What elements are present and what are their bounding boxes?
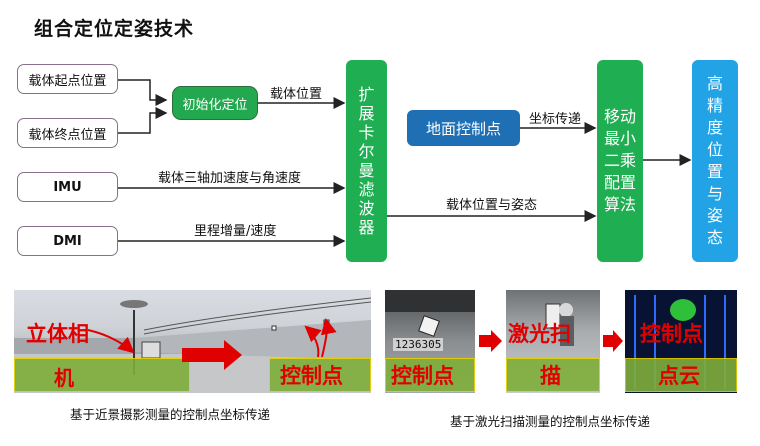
output-char: 态: [706, 228, 723, 247]
kalman-char: 卡: [358, 123, 375, 142]
lsq-line: 二乘: [603, 151, 636, 170]
output-pose-box: 高 精 度 位 置 与 姿 态: [692, 60, 738, 262]
photogrammetry-band-left: [14, 358, 190, 392]
stereo-camera-label-line2: 机: [54, 366, 74, 390]
page-title: 组合定位定姿技术: [34, 18, 195, 40]
output-char: 与: [706, 184, 723, 203]
dmi-box: DMI: [17, 226, 118, 256]
kalman-char: 展: [358, 104, 375, 123]
output-char: 高: [706, 74, 723, 93]
control-point-band: [385, 358, 475, 392]
start-position-box: 载体起点位置: [17, 64, 118, 94]
kalman-char: 扩: [358, 85, 375, 104]
flow-arrow-right: [182, 340, 242, 370]
lsq-line: 算法: [603, 195, 636, 214]
output-char: 姿: [706, 206, 723, 225]
laser-scan-label-line1: 激光扫: [508, 322, 571, 346]
moving-least-squares-box: 移动 最小 二乘 配置 算法: [597, 60, 643, 262]
kalman-char: 器: [358, 218, 375, 237]
lsq-line: 最小: [603, 129, 636, 148]
edge-label-imu-data: 载体三轴加速度与角速度: [158, 171, 302, 186]
control-point-scene: [385, 290, 475, 337]
laser-scan-label-line2: 描: [540, 364, 561, 388]
point-cloud-band: [625, 358, 737, 392]
point-cloud-label-line2: 点云: [658, 364, 700, 388]
control-point-plate: 1236305: [393, 338, 444, 351]
flow-arrow-2: [603, 330, 623, 352]
arrow-end-to-init: [118, 107, 168, 134]
output-char: 位: [706, 140, 723, 159]
kalman-char: 尔: [358, 142, 375, 161]
lsq-line: 配置: [603, 173, 636, 192]
edge-label-coordinate-transfer: 坐标传递: [529, 112, 582, 127]
kalman-char: 滤: [358, 180, 375, 199]
end-position-box: 载体终点位置: [17, 118, 118, 148]
photogrammetry-band-right: [269, 358, 371, 392]
control-point-label-left: 控制点: [280, 364, 343, 388]
point-cloud-label-line1: 控制点: [640, 322, 703, 346]
laser-scan-band: [506, 358, 600, 392]
init-localization-box: 初始化定位: [172, 86, 258, 120]
caption-laser-scanning: 基于激光扫描测量的控制点坐标传递: [450, 414, 651, 429]
edge-label-dmi-data: 里程增量/速度: [194, 224, 277, 239]
flow-arrow-1: [479, 330, 502, 352]
imu-box: IMU: [17, 172, 118, 202]
laser-scan-scene: [545, 303, 574, 346]
stereo-camera-label-line1: 立体相: [26, 322, 89, 346]
control-point-label-middle: 控制点: [391, 364, 454, 388]
ground-control-point-box: 地面控制点: [407, 110, 520, 146]
output-char: 度: [706, 118, 723, 137]
arrow-start-to-init: [118, 79, 168, 106]
edge-label-pose: 载体位置与姿态: [446, 198, 538, 213]
lsq-line: 移动: [603, 107, 636, 126]
caption-photogrammetry: 基于近景摄影测量的控制点坐标传递: [70, 407, 271, 422]
kalman-filter-box: 扩 展 卡 尔 曼 滤 波 器: [346, 60, 387, 262]
output-char: 精: [706, 96, 723, 115]
edge-label-carrier-position: 载体位置: [270, 87, 323, 102]
output-char: 置: [706, 162, 723, 181]
kalman-char: 波: [358, 199, 375, 218]
kalman-char: 曼: [358, 161, 375, 180]
